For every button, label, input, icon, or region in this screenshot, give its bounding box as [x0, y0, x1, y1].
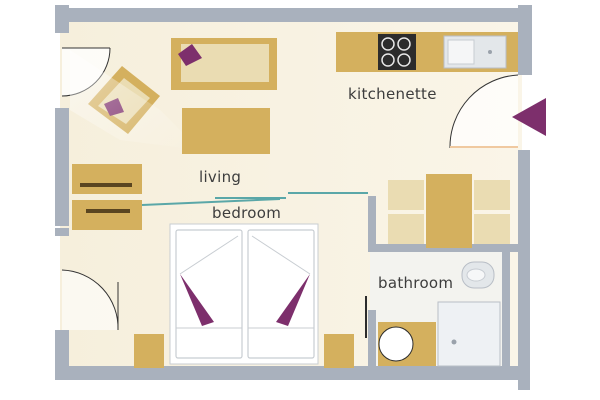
room-label-bedroom: bedroom	[212, 204, 282, 222]
sliding-partition	[141, 192, 368, 206]
toilet	[378, 326, 414, 362]
entrance-arrow-icon	[512, 98, 546, 136]
room-label-living: living	[199, 168, 242, 186]
coffee-table	[182, 108, 270, 154]
wardrobe	[72, 164, 142, 230]
light-beam	[70, 50, 200, 150]
entrance-door	[449, 74, 519, 149]
kitchen-counter	[336, 32, 518, 72]
outer-walls	[55, 5, 532, 390]
shower-tray	[437, 301, 501, 367]
sofa	[171, 38, 277, 90]
bathroom-fixtures	[365, 261, 501, 367]
dining-set	[388, 174, 510, 248]
double-bed	[169, 223, 319, 365]
nightstand-left	[134, 334, 164, 368]
room-label-bathroom: bathroom	[378, 274, 454, 292]
door-bottom-left	[61, 236, 119, 331]
room-label-kitchenette: kitchenette	[348, 85, 437, 103]
nightstand-right	[324, 334, 354, 368]
